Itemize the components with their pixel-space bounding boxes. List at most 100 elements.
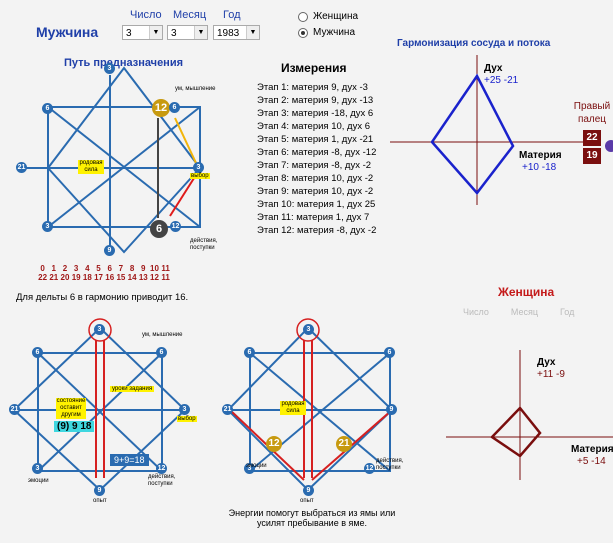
stage-row: Этап 11: материя 1, дух 7	[257, 212, 370, 223]
age-bottom: 22	[38, 273, 48, 282]
spirit-label: Дух	[484, 63, 503, 74]
node: 3	[32, 463, 43, 474]
ll-exp-label: опыт	[93, 498, 107, 504]
year-label: Год	[223, 9, 241, 21]
radio-female[interactable]: Женщина	[298, 11, 358, 22]
age-bottom: 11	[161, 273, 170, 282]
node: 21	[9, 404, 20, 415]
radio-icon	[298, 11, 308, 22]
ll-choice-label: выбор	[177, 416, 197, 422]
radio-male[interactable]: Мужчина	[298, 27, 355, 38]
age-top: 2	[62, 264, 68, 273]
matter-value: +10 -18	[522, 162, 557, 173]
finger-label: Правый палец	[573, 101, 611, 125]
age-top: 7	[118, 264, 124, 273]
faded-label: Число	[463, 307, 489, 317]
node: 3	[303, 324, 314, 335]
age-top: 0	[40, 264, 45, 273]
age-top: 5	[96, 264, 101, 273]
center-label: родовая сила	[78, 160, 104, 174]
stage-row: Этап 8: материя 10, дух -2	[257, 173, 374, 184]
day-label: Число	[130, 9, 162, 21]
age-bottom: 15	[116, 273, 126, 282]
age-top: 8	[129, 264, 135, 273]
age-bottom: 12	[150, 273, 159, 282]
node: 9	[104, 245, 115, 256]
radio-selected-icon	[298, 27, 308, 38]
node: 6	[156, 347, 167, 358]
energy-note: Энергии помогут выбраться из ямы или уси…	[228, 508, 396, 528]
top-label: ум, мышление	[175, 86, 216, 92]
info-icon[interactable]	[605, 140, 613, 152]
chevron-down-icon: ▼	[194, 26, 207, 39]
matter-label: Материя	[519, 150, 562, 161]
node: 3	[179, 404, 190, 415]
lower-left-diagram	[12, 318, 187, 492]
lower-right-diagram	[226, 318, 394, 492]
lr-center-label: родовая сила	[280, 401, 306, 415]
age-bottom: 19	[71, 273, 81, 282]
stage-row: Этап 3: материя -18, дух 6	[257, 108, 374, 119]
faded-label: Месяц	[510, 307, 539, 317]
ll-sum-formula: 9+9=18	[110, 454, 149, 466]
radio-male-label: Мужчина	[313, 27, 356, 38]
age-bottom: 18	[82, 273, 92, 282]
age-top: 3	[73, 264, 79, 273]
badge-bottom: 6	[150, 220, 168, 238]
choice-label: выбор	[190, 173, 210, 179]
age-top: 10	[150, 264, 159, 273]
day-select[interactable]: 3▼	[122, 25, 163, 40]
female-chart	[446, 350, 613, 480]
finger-value: 22	[583, 130, 601, 146]
node: 3	[42, 221, 53, 232]
node: 6	[42, 103, 53, 114]
stage-row: Этап 7: материя -8, дух -2	[257, 160, 372, 171]
radio-female-label: Женщина	[313, 11, 359, 22]
node: 12	[170, 221, 181, 232]
path-title: Путь предназначения	[64, 57, 184, 69]
lr-badge-right: 21	[336, 436, 352, 452]
ll-sum-label: (9) 9 18	[54, 421, 95, 432]
stage-row: Этап 9: материя 10, дух -2	[257, 186, 374, 197]
ll-emotion-label: эмоции	[28, 478, 49, 484]
node: 12	[364, 463, 375, 474]
node: 3	[193, 162, 204, 173]
node: 21	[16, 162, 27, 173]
ll-action-label: действия, поступки	[148, 474, 176, 487]
age-bottom: 17	[94, 273, 103, 282]
female-title: Женщина	[498, 285, 555, 299]
node: 9	[303, 485, 314, 496]
age-top: 1	[51, 264, 56, 273]
node: 3	[244, 463, 255, 474]
female-matter-value: +5 -14	[577, 456, 606, 467]
action-label: действия, поступки	[190, 238, 218, 251]
female-spirit-label: Дух	[537, 357, 556, 368]
lr-badge-left: 12	[266, 436, 282, 452]
badge-top: 12	[152, 99, 170, 117]
female-spirit-value: +11 -9	[537, 369, 565, 380]
node: 3	[94, 324, 105, 335]
age-top: 4	[85, 264, 90, 273]
month-select[interactable]: 3▼	[167, 25, 208, 40]
node: 6	[32, 347, 43, 358]
stage-row: Этап 2: материя 9, дух -13	[257, 95, 374, 106]
node: 12	[156, 463, 167, 474]
node: 3	[104, 63, 115, 74]
node: 9	[94, 485, 105, 496]
gender-title: Мужчина	[36, 24, 99, 40]
harmony-chart	[390, 55, 590, 205]
age-top: 6	[107, 264, 112, 273]
female-faded-header: Число Месяц Год	[463, 307, 574, 317]
stage-row: Этап 5: материя 1, дух -21	[257, 134, 374, 145]
year-select[interactable]: 1983▼	[213, 25, 260, 40]
